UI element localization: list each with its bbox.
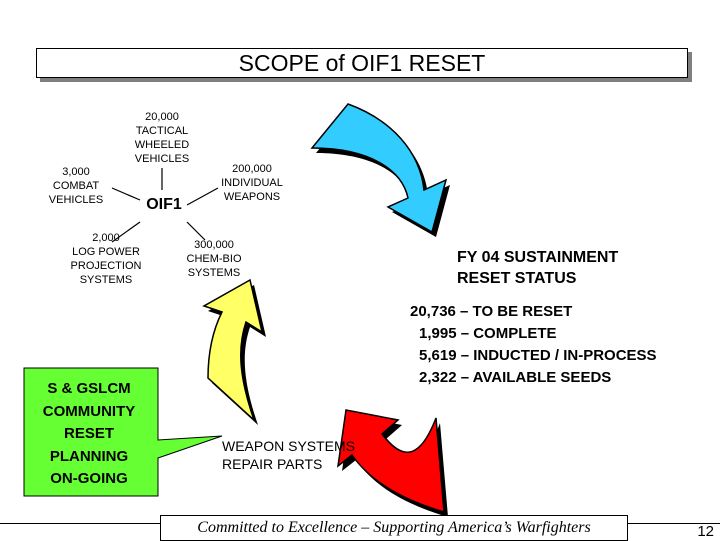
callout-text: S & GSLCM COMMUNITY RESET PLANNING ON-GO… bbox=[28, 378, 150, 491]
tactical-line-2: WHEELED bbox=[134, 139, 190, 151]
callout-line-4: PLANNING bbox=[49, 447, 129, 465]
repair-parts-line-2: REPAIR PARTS bbox=[222, 456, 323, 472]
status-line-complete: 1,995 – COMPLETE bbox=[419, 325, 557, 342]
log-power-line-3: SYSTEMS bbox=[79, 274, 133, 286]
footer-motto: Committed to Excellence – Supporting Ame… bbox=[197, 519, 591, 536]
spoke-weapons bbox=[186, 187, 219, 206]
callout-line-3: RESET bbox=[63, 425, 114, 442]
spoke-log-power bbox=[111, 221, 141, 243]
footer-box bbox=[160, 515, 628, 541]
combat-line-2: VEHICLES bbox=[48, 194, 104, 206]
spoke-label-log-power: 2,000 LOG POWER PROJECTION SYSTEMS bbox=[58, 231, 154, 287]
chem-bio-line-1: CHEM-BIO bbox=[186, 253, 242, 265]
spoke-label-individual-weapons: 200,000 INDIVIDUAL WEAPONS bbox=[212, 162, 292, 204]
spoke-combat bbox=[111, 187, 141, 201]
hub-label: OIF1 bbox=[146, 196, 182, 213]
yellow-arrow-icon bbox=[202, 278, 266, 425]
callout-line-2: COMMUNITY bbox=[42, 402, 136, 420]
chem-bio-line-2: SYSTEMS bbox=[187, 267, 241, 279]
callout-line-5: ON-GOING bbox=[50, 470, 128, 487]
spoke-label-combat: 3,000 COMBAT VEHICLES bbox=[36, 165, 116, 207]
hub-spokes bbox=[111, 168, 219, 243]
chem-bio-count: 300,000 bbox=[194, 239, 234, 251]
tactical-count: 20,000 bbox=[145, 111, 179, 123]
weapons-line-2: WEAPONS bbox=[223, 191, 281, 203]
weapons-line-1: INDIVIDUAL bbox=[221, 177, 283, 189]
log-power-count: 2,000 bbox=[92, 232, 120, 244]
tactical-line-3: VEHICLES bbox=[134, 153, 190, 165]
status-line-inducted: 5,619 – INDUCTED / IN-PROCESS bbox=[419, 347, 657, 364]
status-line-to-be-reset: 20,736 – TO BE RESET bbox=[410, 303, 573, 320]
status-heading-line-1: FY 04 SUSTAINMENT bbox=[457, 249, 619, 266]
combat-count: 3,000 bbox=[62, 166, 90, 178]
spoke-label-tactical-wheeled: 20,000 TACTICAL WHEELED VEHICLES bbox=[122, 110, 202, 166]
status-line-available-seeds: 2,322 – AVAILABLE SEEDS bbox=[419, 369, 612, 386]
repair-parts-label: WEAPON SYSTEMS REPAIR PARTS bbox=[222, 437, 392, 473]
blue-arrow-icon bbox=[310, 103, 450, 237]
tactical-line-1: TACTICAL bbox=[135, 125, 189, 137]
slide-title: SCOPE of OIF1 RESET bbox=[36, 48, 688, 78]
weapons-count: 200,000 bbox=[232, 163, 272, 175]
status-heading-line-2: RESET STATUS bbox=[457, 270, 577, 287]
spoke-chem-bio bbox=[186, 221, 206, 241]
status-heading: FY 04 SUSTAINMENT RESET STATUS bbox=[457, 247, 697, 289]
callout-line-1: S & GSLCM bbox=[47, 380, 131, 397]
repair-parts-line-1: WEAPON SYSTEMS bbox=[222, 438, 356, 454]
callout-box bbox=[23, 367, 223, 497]
log-power-line-1: LOG POWER bbox=[72, 246, 140, 258]
spoke-label-chem-bio: 300,000 CHEM-BIO SYSTEMS bbox=[174, 238, 254, 280]
combat-line-1: COMBAT bbox=[52, 180, 100, 192]
log-power-line-2: PROJECTION bbox=[70, 260, 142, 272]
red-arrow-icon bbox=[336, 409, 448, 517]
page-number: 12 bbox=[697, 523, 714, 540]
